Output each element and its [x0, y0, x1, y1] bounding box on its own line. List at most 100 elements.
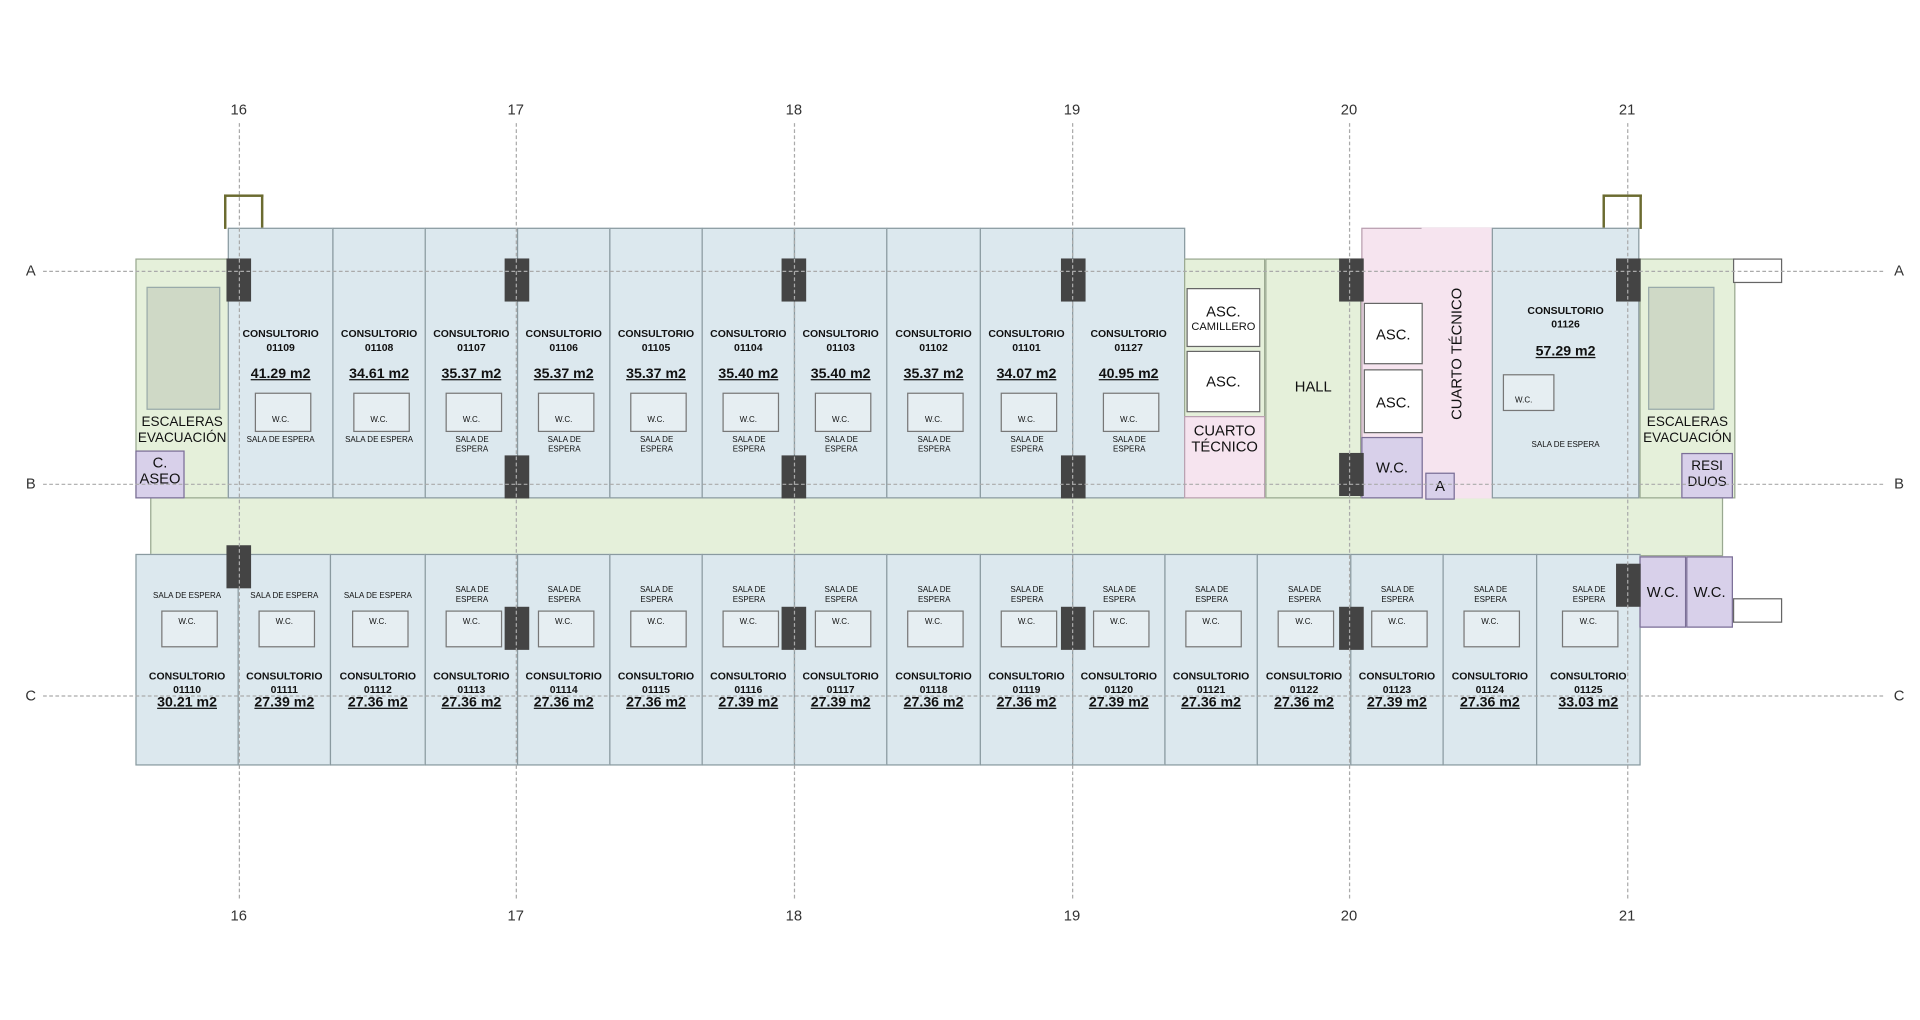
room-number: 01109 [266, 340, 295, 354]
room-number: 01106 [549, 340, 578, 354]
structural-column [1060, 606, 1086, 650]
sala-label: SALA DE ESPERA [1473, 585, 1508, 605]
sala-label: SALA DE ESPERA [1572, 585, 1606, 605]
wc-fixture [1000, 392, 1057, 433]
room-number: 01122 [1289, 683, 1319, 696]
asc-camillero: ASC. CAMILLERO [1186, 288, 1261, 348]
consultorio-01126: CONSULTORIO 01126 57.29 m2 W.C. SALA DE … [1491, 227, 1640, 499]
a-box: A [1425, 472, 1455, 500]
room-area: 41.29 m2 [250, 366, 311, 382]
room-number: 01121 [1196, 683, 1226, 696]
room-area: 27.36 m2 [903, 695, 964, 711]
balcony-right-bottom [1732, 598, 1783, 623]
wc-fixture [254, 392, 311, 433]
asc-camillero-sub: CAMILLERO [1191, 320, 1256, 333]
sala-label: SALA DE ESPERA [1102, 585, 1137, 605]
room-number: 01125 [1574, 683, 1603, 696]
wc-right-1-label: W.C. [1646, 583, 1679, 601]
sala-label: SALA DE ESPERA [1195, 585, 1229, 605]
room-label: CONSULTORIO [988, 669, 1065, 682]
room-number: 01110 [173, 683, 202, 696]
structural-column [1616, 258, 1641, 302]
room-number: 01120 [1104, 683, 1134, 696]
sala-label: SALA DE ESPERA [1112, 435, 1146, 455]
room-label: CONSULTORIO [242, 327, 319, 340]
room-area: 35.37 m2 [441, 366, 502, 382]
asc-2-label: ASC. [1376, 326, 1411, 344]
structural-column [1339, 452, 1364, 497]
room-label: CONSULTORIO [1265, 669, 1343, 682]
room-label: CONSULTORIO [1451, 669, 1529, 682]
wc-label: W.C. [462, 617, 481, 627]
grid-line-19 [1072, 123, 1074, 899]
room-area: 27.36 m2 [347, 695, 408, 711]
room-label: CONSULTORIO [617, 327, 695, 340]
wc-fixture [1092, 610, 1149, 648]
wc-right-2-label: W.C. [1693, 583, 1726, 601]
room-number: 01116 [734, 683, 763, 696]
sala-label: SALA DE ESPERA [246, 435, 315, 445]
room-area: 57.29 m2 [1535, 344, 1596, 360]
room-number: 01103 [826, 340, 855, 354]
room-area: 35.37 m2 [626, 366, 686, 382]
room-label: CONSULTORIO [148, 669, 226, 682]
grid-label-top-18: 18 [785, 100, 803, 119]
asc-camillero-label: ASC. [1206, 302, 1241, 321]
asc-3: ASC. [1363, 369, 1423, 434]
wc-fixture [814, 392, 871, 433]
room-area: 27.36 m2 [996, 695, 1057, 711]
shaft-left [224, 194, 264, 229]
wc-fixture [1561, 610, 1619, 648]
room-area: 35.40 m2 [810, 366, 871, 382]
structural-column [1060, 455, 1086, 499]
wc-label: W.C. [1388, 617, 1406, 627]
room-label: CONSULTORIO [525, 669, 602, 682]
grid-label-bottom-16: 16 [230, 907, 247, 925]
room-area: 40.95 m2 [1098, 366, 1159, 382]
sala-label: SALA DE ESPERA [345, 435, 414, 445]
wc-label: W.C. [1017, 617, 1036, 627]
room-area: 27.36 m2 [1274, 695, 1334, 711]
wc-label: W.C. [831, 617, 850, 627]
room-area: 27.39 m2 [1367, 695, 1427, 711]
grid-label-bottom-21: 21 [1618, 907, 1636, 925]
room-area: 35.40 m2 [718, 366, 779, 382]
sala-label: SALA DE ESPERA [1380, 585, 1415, 605]
wc-label: W.C. [924, 617, 943, 627]
sala-label: SALA DE ESPERA [732, 585, 766, 605]
grid-label-top-19: 19 [1063, 100, 1081, 119]
wc-label: W.C. [1119, 416, 1138, 425]
wc-label: W.C. [739, 617, 757, 627]
wc-label: W.C. [1515, 396, 1533, 405]
cuarto-tecnico-2: CUARTO TÉCNICO [1421, 227, 1493, 499]
room-area: 27.36 m2 [1181, 695, 1242, 711]
wc-fixture [444, 610, 502, 648]
sala-label: SALA DE ESPERA [917, 435, 951, 455]
sala-label: SALA DE ESPERA [547, 435, 581, 455]
grid-line-A [43, 270, 1884, 273]
room-number: 01123 [1382, 683, 1412, 696]
room-number: 01111 [270, 683, 298, 696]
room-area: 34.07 m2 [996, 366, 1057, 382]
room-area: 35.37 m2 [533, 366, 594, 382]
room-label: CONSULTORIO [895, 669, 972, 682]
wc-fixture [444, 392, 502, 433]
room-label: CONSULTORIO [525, 327, 602, 340]
room-label: CONSULTORIO [988, 327, 1065, 340]
room-number: 01127 [1114, 340, 1143, 354]
room-label: CONSULTORIO [433, 669, 510, 682]
room-label: CONSULTORIO [433, 327, 510, 340]
c-aseo-label: C. ASEO [139, 454, 181, 488]
room-label: CONSULTORIO [1527, 304, 1604, 317]
